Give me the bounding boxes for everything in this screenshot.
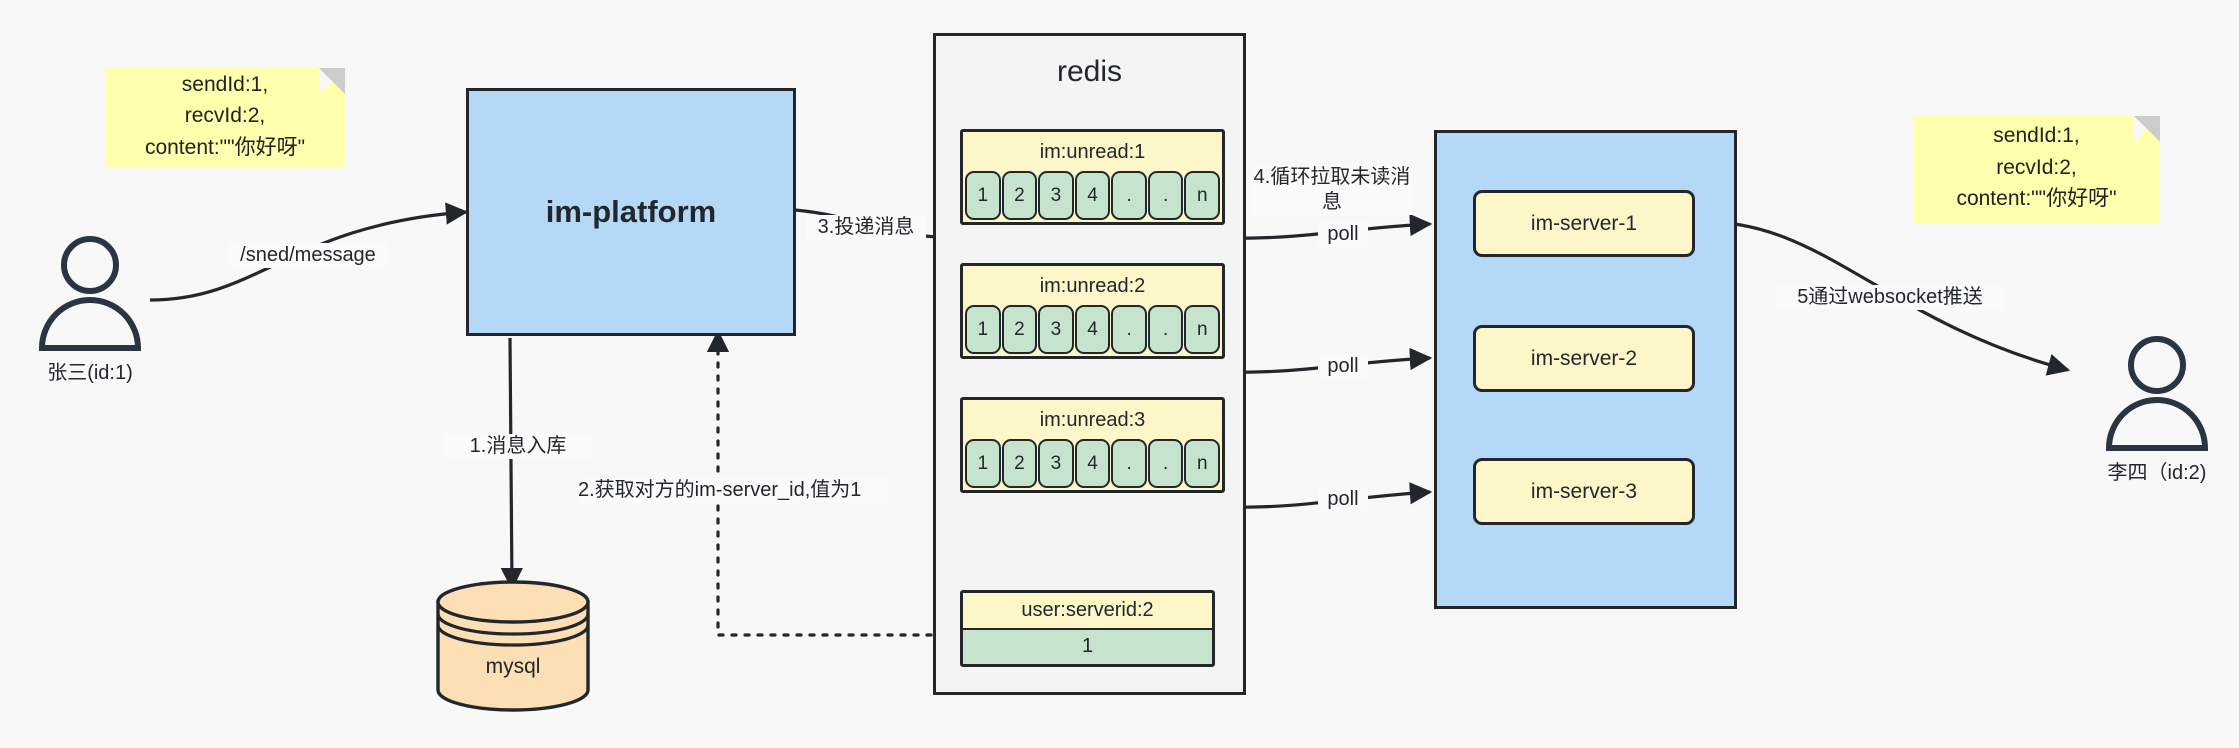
- edge-step2: [706, 329, 959, 637]
- im-server-1-label: im-server-1: [1530, 211, 1638, 235]
- redis-list-im-unread-1[interactable]: im:unread:1 1 2 3 4 . . n: [960, 129, 1225, 225]
- list-cell: 4: [1074, 171, 1111, 220]
- redis-list-im-unread-3[interactable]: im:unread:3 1 2 3 4 . . n: [960, 397, 1225, 493]
- note-fold-icon: [319, 68, 345, 94]
- edge-label-send-message: /sned/message: [228, 243, 388, 268]
- edge-label-step5: 5通过websocket推送: [1775, 285, 2005, 310]
- list-cell: n: [1184, 171, 1221, 220]
- list-cell: 1: [965, 439, 1001, 488]
- redis-list-im-unread-2[interactable]: im:unread:2 1 2 3 4 . . n: [960, 263, 1225, 359]
- edge-label-step1: 1.消息入库: [443, 434, 593, 459]
- list-cell: .: [1111, 305, 1147, 354]
- redis-list-key: im:unread:3: [1039, 409, 1146, 431]
- list-cell: .: [1111, 171, 1147, 220]
- list-cell: 2: [1001, 439, 1038, 488]
- note-right-text: sendId:1, recvId:2, content:""你好呀": [1956, 124, 2117, 211]
- list-cell: .: [1147, 171, 1184, 220]
- list-cell: .: [1111, 439, 1147, 488]
- edge-step5: [1689, 220, 2071, 376]
- node-im-server-1[interactable]: im-server-1: [1473, 190, 1695, 257]
- note-right-message: sendId:1, recvId:2, content:""你好呀": [1913, 116, 2160, 223]
- redis-list-cells: 1 2 3 4 . . n: [963, 171, 1222, 222]
- edge-label-step3: 3.投递消息: [806, 215, 926, 240]
- list-cell: 3: [1038, 305, 1074, 354]
- list-cell: 1: [965, 171, 1001, 220]
- note-left-message: sendId:1, recvId:2, content:""你好呀": [105, 68, 345, 168]
- list-cell: 4: [1074, 439, 1111, 488]
- sender-person-icon: [38, 236, 142, 351]
- im-server-3-label: im-server-3: [1530, 479, 1638, 503]
- im-server-2-label: im-server-2: [1530, 346, 1638, 370]
- edge-step1: [500, 337, 524, 591]
- node-im-server-2[interactable]: im-server-2: [1473, 325, 1695, 392]
- redis-list-key: im:unread:2: [1039, 275, 1146, 297]
- node-mysql[interactable]: [432, 578, 594, 718]
- sender-label: 张三(id:1): [47, 362, 133, 384]
- list-cell: .: [1147, 439, 1184, 488]
- redis-list-cells: 1 2 3 4 . . n: [963, 439, 1222, 490]
- edge-label-step2: 2.获取对方的im-server_id,值为1: [578, 478, 888, 503]
- list-cell: 4: [1074, 305, 1111, 354]
- list-cell: 1: [965, 305, 1001, 354]
- node-im-platform[interactable]: im-platform: [466, 88, 796, 336]
- redis-kv-user-serverid[interactable]: user:serverid:2 1: [960, 590, 1215, 667]
- receiver-label: 李四（id:2): [2107, 462, 2207, 484]
- node-im-server-3[interactable]: im-server-3: [1473, 458, 1695, 525]
- receiver-person-icon: [2105, 336, 2209, 451]
- list-cell: 2: [1001, 305, 1038, 354]
- im-platform-label: im-platform: [545, 194, 717, 229]
- redis-kv-key: user:serverid:2: [963, 593, 1212, 630]
- note-left-text: sendId:1, recvId:2, content:""你好呀": [144, 72, 306, 159]
- list-cell: n: [1184, 439, 1221, 488]
- redis-kv-value: 1: [963, 629, 1212, 664]
- redis-title: redis: [1056, 55, 1123, 88]
- list-cell: n: [1184, 305, 1221, 354]
- list-cell: .: [1147, 305, 1184, 354]
- edge-label-step4: 4.循环拉取未读消 息: [1252, 165, 1412, 215]
- redis-list-key: im:unread:1: [1039, 141, 1146, 163]
- list-cell: 3: [1038, 439, 1074, 488]
- mysql-label: mysql: [485, 655, 541, 678]
- edge-label-poll-3: poll: [1318, 487, 1368, 512]
- note-fold-icon: [2134, 116, 2160, 142]
- list-cell: 3: [1038, 171, 1074, 220]
- redis-list-cells: 1 2 3 4 . . n: [963, 305, 1222, 356]
- list-cell: 2: [1001, 171, 1038, 220]
- edge-label-poll-1: poll: [1318, 222, 1368, 247]
- edge-label-poll-2: poll: [1318, 354, 1368, 379]
